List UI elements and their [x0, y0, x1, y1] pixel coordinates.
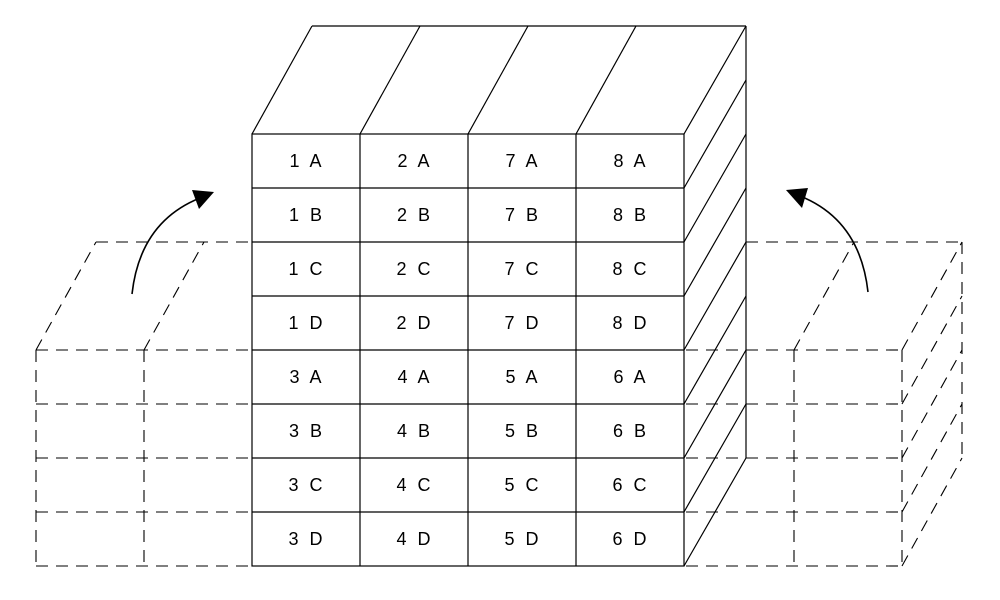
cell-label: 8 D: [612, 313, 649, 333]
cell-label: 1 A: [289, 151, 324, 171]
cell-labels: 1 A 2 A 7 A 8 A 1 B 2 B 7 B 8 B 1 C 2 C 7 C 8 C 1 D 2…: [288, 151, 649, 549]
cell-label: 8 A: [613, 151, 648, 171]
cell-label: 3 D: [288, 529, 325, 549]
cell-label: 4 B: [397, 421, 433, 441]
cell-label: 3 A: [289, 367, 324, 387]
main-block-front-grid: [251, 133, 685, 567]
cell-label: 8 C: [612, 259, 649, 279]
cell-label: 6 D: [612, 529, 649, 549]
cell-label: 6 B: [613, 421, 649, 441]
main-block-top-face: [251, 25, 747, 135]
cell-label: 1 C: [288, 259, 325, 279]
cell-label: 4 A: [397, 367, 432, 387]
cell-label: 4 D: [396, 529, 433, 549]
curved-arrow-up-left-icon: [786, 188, 869, 293]
cell-label: 7 C: [504, 259, 541, 279]
curved-arrow-up-right-icon: [131, 190, 214, 295]
right-dashed-block: [686, 241, 963, 567]
cell-label: 3 C: [288, 475, 325, 495]
cell-label: 8 B: [613, 205, 649, 225]
cell-label: 2 D: [396, 313, 433, 333]
cell-label: 2 B: [397, 205, 433, 225]
cell-label: 1 D: [288, 313, 325, 333]
cell-label: 7 A: [505, 151, 540, 171]
cell-label: 5 B: [505, 421, 541, 441]
cell-label: 4 C: [396, 475, 433, 495]
cell-label: 5 A: [505, 367, 540, 387]
cell-label: 2 A: [397, 151, 432, 171]
cell-label: 6 A: [613, 367, 648, 387]
cell-label: 5 C: [504, 475, 541, 495]
cell-label: 1 B: [289, 205, 325, 225]
main-block-side-face: [683, 26, 747, 567]
cell-label: 5 D: [504, 529, 541, 549]
cell-label: 7 D: [504, 313, 541, 333]
cell-label: 6 C: [612, 475, 649, 495]
cell-label: 3 B: [289, 421, 325, 441]
left-dashed-block: [35, 241, 252, 567]
cell-label: 2 C: [396, 259, 433, 279]
cell-label: 7 B: [505, 205, 541, 225]
